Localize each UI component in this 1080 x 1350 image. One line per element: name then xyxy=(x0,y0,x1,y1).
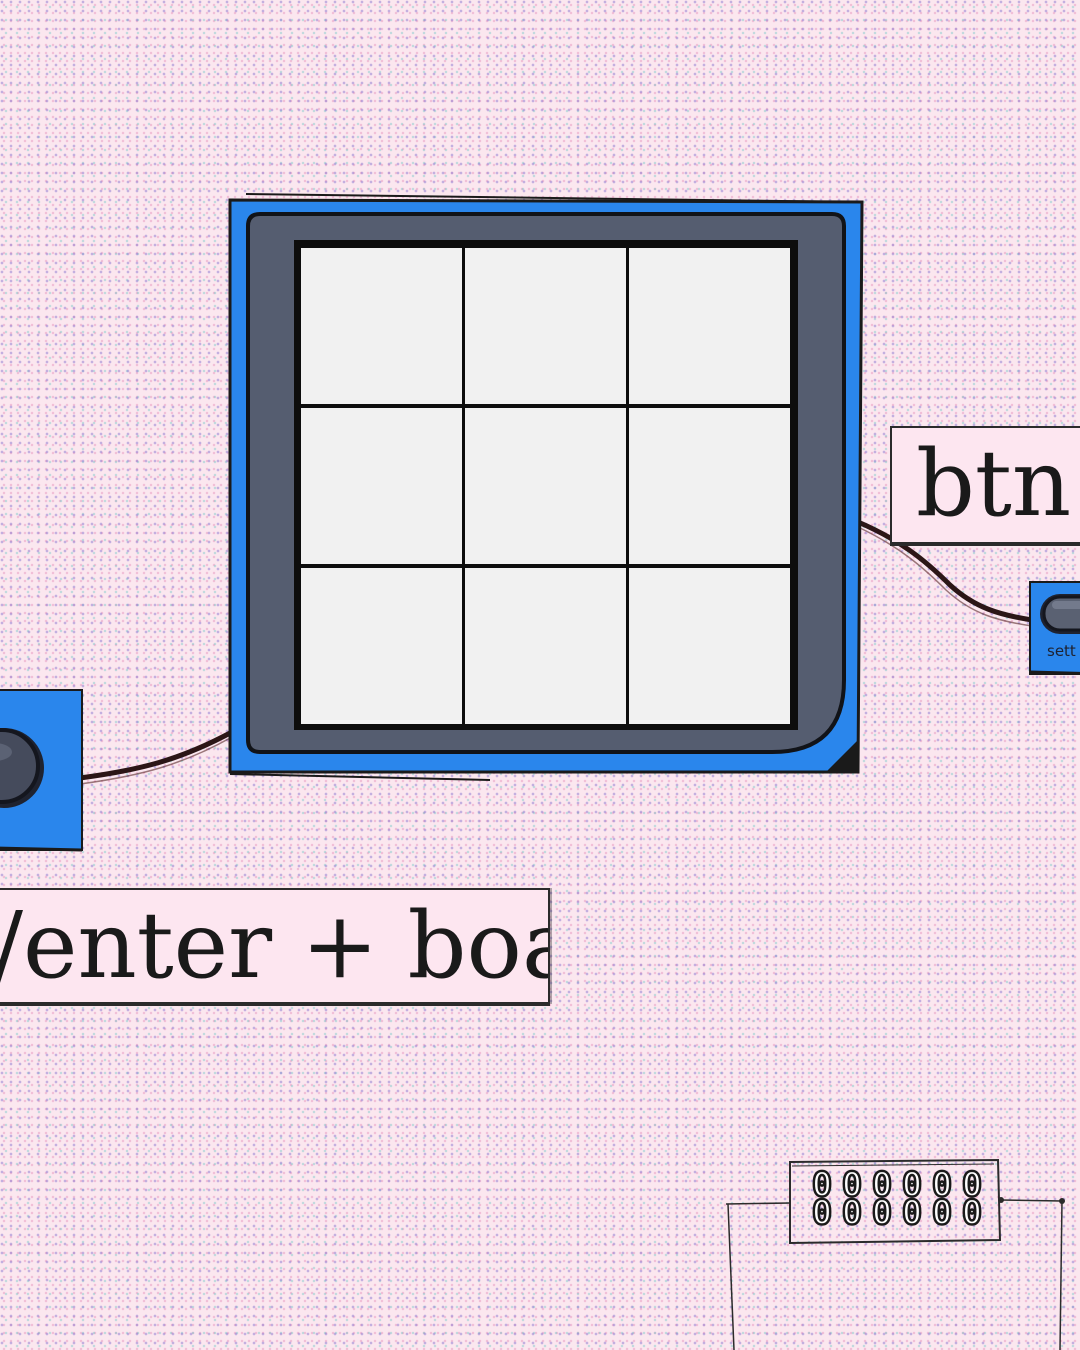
pill-button-icon[interactable] xyxy=(1040,594,1080,634)
digit-glyph: 0 xyxy=(902,1165,922,1205)
digit-glyph: 0 xyxy=(962,1193,982,1233)
digit-glyph: 0 xyxy=(872,1193,892,1233)
digit-glyph: 0 xyxy=(932,1165,952,1205)
board-cell[interactable] xyxy=(301,568,462,724)
board-cell[interactable] xyxy=(465,568,626,724)
label-enter-board: /enter + board xyxy=(0,888,550,1004)
digit-glyph: 0 xyxy=(962,1165,982,1205)
digit-glyph: 0 xyxy=(842,1165,862,1205)
board-cell[interactable] xyxy=(301,248,462,404)
round-button-icon[interactable] xyxy=(0,728,44,808)
digit-glyph: 0 xyxy=(842,1193,862,1233)
settings-button-module[interactable] xyxy=(1029,581,1080,675)
board-grid xyxy=(301,248,790,724)
digit-glyph: 0 xyxy=(872,1165,892,1205)
label-btn-text: btn & xyxy=(916,430,1080,537)
board-cell[interactable] xyxy=(629,568,790,724)
board-device xyxy=(228,193,864,781)
board-cell[interactable] xyxy=(301,408,462,564)
wire-board-to-left-button xyxy=(77,729,235,785)
settings-button-label[interactable]: sett xyxy=(1047,642,1076,660)
board-cell[interactable] xyxy=(629,408,790,564)
board-cell[interactable] xyxy=(465,408,626,564)
board-cell[interactable] xyxy=(465,248,626,404)
board-cell[interactable] xyxy=(629,248,790,404)
digit-glyph: 0 xyxy=(812,1193,832,1233)
digit-glyph: 0 xyxy=(932,1193,952,1233)
left-button-module[interactable] xyxy=(0,689,83,852)
label-btn: btn & xyxy=(890,426,1080,544)
digit-glyph: 0 xyxy=(902,1193,922,1233)
digit-glyph: 0 xyxy=(812,1165,832,1205)
label-enter-board-text: /enter + board xyxy=(0,892,548,999)
